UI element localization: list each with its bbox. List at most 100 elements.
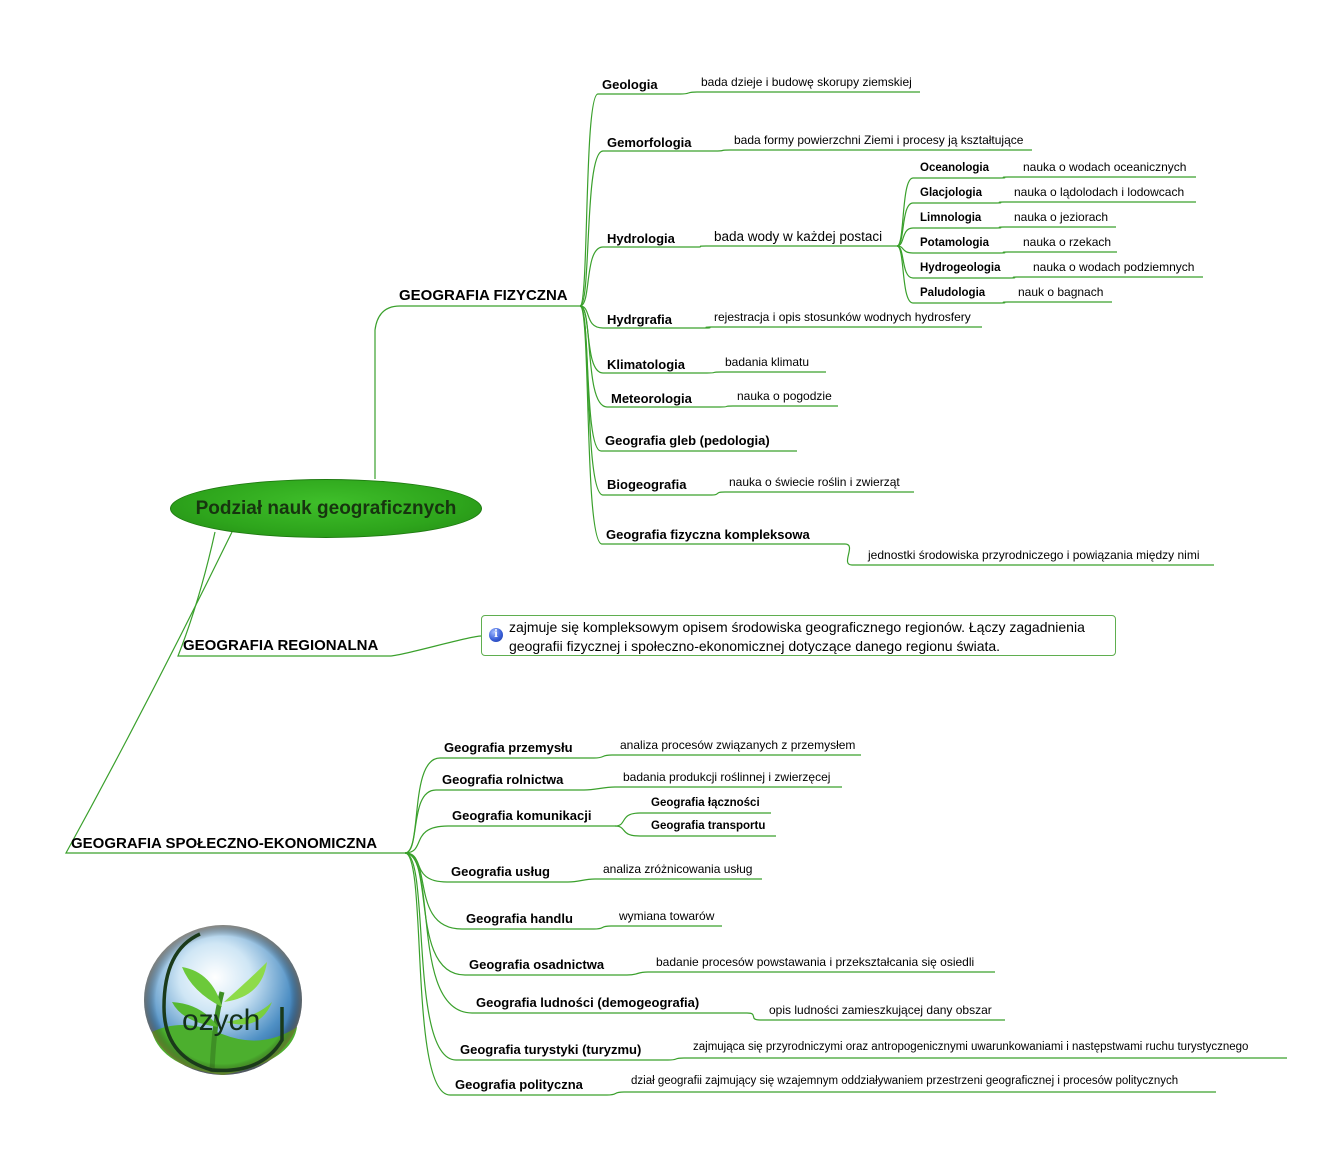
desc-potamologia: nauka o rzekach (1023, 235, 1112, 249)
edge-physical-3 (579, 305, 706, 329)
desc-ludnosci: opis ludności zamieszkującej dany obszar (769, 1003, 992, 1017)
branch-regional[interactable]: GEOGRAFIA REGIONALNA (183, 637, 379, 654)
edge-hydro-desc-4 (1009, 276, 1019, 279)
desc-biogeografia: nauka o świecie roślin i zwierząt (729, 475, 900, 489)
edge-regional-note (389, 635, 482, 657)
edge-physical-5 (579, 305, 720, 408)
desc-handlu: wymiana towarów (619, 909, 715, 923)
regional-note-box[interactable] (481, 615, 1116, 656)
edge-physical-desc-3 (706, 371, 722, 374)
subtopic-glacjologia[interactable]: Glacjologia (920, 187, 982, 199)
edge-hydro-1 (896, 202, 996, 247)
branch-socio-economic[interactable]: GEOGRAFIA SPOŁECZNO-EKONOMICZNA (71, 835, 378, 852)
topic-hydrologia[interactable]: Hydrologia (607, 231, 675, 246)
edge-physical-desc-4 (719, 405, 734, 408)
desc-geologia: bada dzieje i budowę skorupy ziemskiej (701, 75, 912, 89)
edge-hydro-desc-0 (999, 176, 1009, 179)
topic-handlu[interactable]: Geografia handlu (466, 911, 573, 926)
topic-komunikacji[interactable]: Geografia komunikacji (452, 808, 592, 823)
desc-przemyslu: analiza procesów związanych z przemysłem (620, 738, 856, 752)
desc-fizyczna-kompleksowa: jednostki środowiska przyrodniczego i po… (868, 548, 1200, 562)
desc-polityczna: dział geografii zajmujący się wzajemnym … (631, 1075, 1179, 1087)
edge-socio-2 (404, 825, 615, 854)
edge-hydrologia-desc (694, 245, 707, 248)
topic-przemyslu[interactable]: Geografia przemysłu (444, 740, 573, 755)
edge-physical-desc-1 (714, 149, 731, 152)
edge-hydro-desc-2 (995, 226, 1005, 229)
subtopic-hydrogeologia[interactable]: Hydrogeologia (920, 262, 1001, 274)
edge-physical-desc-2 (705, 326, 711, 329)
topic-uslug[interactable]: Geografia usług (451, 864, 550, 879)
edge-socio-6 (404, 852, 747, 1014)
edge-socio-8 (404, 852, 607, 1096)
edge-socio-desc-0 (593, 754, 613, 759)
desc-hydrologia: bada wody w każdej postaci (714, 229, 883, 244)
desc-uslug: analiza zróżnicowania usług (603, 862, 753, 876)
edge-socio-7 (404, 852, 668, 1061)
edge-physical-0 (579, 93, 680, 307)
edge-socio-4 (404, 852, 594, 930)
edge-hydro-desc-1 (995, 201, 1005, 204)
edge-socio-desc-7 (606, 1091, 625, 1096)
edge-komunikacja-0 (614, 812, 771, 827)
topic-hydrgrafia[interactable]: Hydrgrafia (607, 312, 673, 327)
topic-meteorologia[interactable]: Meteorologia (611, 391, 692, 406)
desc-gemorfologia: bada formy powierzchni Ziemi i procesy j… (734, 133, 1024, 147)
desc-paludologia: nauk o bagnach (1018, 285, 1104, 299)
edge-physical-desc-0 (679, 91, 698, 95)
root-label: Podział nauk geograficznych (195, 497, 457, 519)
topic-rolnictwa[interactable]: Geografia rolnictwa (442, 772, 564, 787)
desc-turystyki: zajmująca się przyrodniczymi oraz antrop… (693, 1041, 1249, 1053)
desc-hydrgrafia: rejestracja i opis stosunków wodnych hyd… (714, 310, 971, 324)
edge-root-regional (177, 531, 390, 657)
desc-hydrogeologia: nauka o wodach podziemnych (1033, 260, 1195, 274)
subtopic-limnologia[interactable]: Limnologia (920, 212, 982, 224)
edge-socio-desc-1 (583, 786, 616, 791)
info-icon: i (489, 628, 503, 642)
desc-oceanologia: nauka o wodach oceanicznych (1023, 160, 1187, 174)
edge-physical-2 (579, 246, 695, 307)
topic-biogeografia[interactable]: Biogeografia (607, 477, 687, 492)
subtopic-potamologia[interactable]: Potamologia (920, 237, 990, 249)
topic-fizyczna-kompleksowa[interactable]: Geografia fizyczna kompleksowa (606, 527, 810, 542)
edge-socio-desc-2 (567, 878, 596, 883)
edge-socio-desc-4 (626, 971, 649, 976)
desc-meteorologia: nauka o pogodzie (737, 389, 832, 403)
edge-socio-1 (404, 789, 584, 854)
desc-rolnictwa: badania produkcji roślinnej i zwierzęcej (623, 770, 831, 784)
edge-physical-1 (579, 150, 715, 307)
root-node[interactable]: Podział nauk geograficznych (170, 479, 482, 538)
branch-physical[interactable]: GEOGRAFIA FIZYCZNA (399, 287, 568, 304)
desc-osadnictwa: badanie procesów powstawania i przekszta… (656, 955, 975, 969)
edge-socio-desc-5 (746, 1012, 761, 1021)
subtopic-lacznosci[interactable]: Geografia łączności (651, 797, 760, 809)
edge-hydro-desc-3 (999, 251, 1009, 254)
edge-root-socio (64, 531, 405, 854)
edge-komunikacja-1 (614, 825, 776, 837)
topic-ludnosci[interactable]: Geografia ludności (demogeografia) (476, 995, 700, 1010)
topic-klimatologia[interactable]: Klimatologia (607, 357, 686, 372)
topic-turystyki[interactable]: Geografia turystyki (turyzmu) (460, 1042, 642, 1057)
subtopic-transportu[interactable]: Geografia transportu (651, 820, 766, 832)
subtopic-paludologia[interactable]: Paludologia (920, 287, 986, 299)
topic-gemorfologia[interactable]: Gemorfologia (607, 135, 692, 150)
edge-kompleksowa-desc (844, 543, 853, 566)
topic-osadnictwa[interactable]: Geografia osadnictwa (469, 957, 605, 972)
edge-root-physical (374, 305, 580, 479)
subtopic-oceanologia[interactable]: Oceanologia (920, 162, 990, 174)
edge-physical-desc-5 (709, 491, 726, 496)
regional-note-text: zajmuje się kompleksowym opisem środowis… (509, 619, 1085, 654)
topic-pedologia[interactable]: Geografia gleb (pedologia) (605, 433, 770, 448)
edge-socio-desc-6 (667, 1057, 685, 1061)
desc-limnologia: nauka o jeziorach (1014, 210, 1109, 224)
topic-polityczna[interactable]: Geografia polityczna (455, 1077, 583, 1092)
desc-klimatologia: badania klimatu (725, 355, 810, 369)
edge-hydro-5 (896, 245, 1000, 304)
edge-hydro-2 (896, 227, 996, 247)
edge-hydro-desc-5 (999, 301, 1009, 304)
desc-glacjologia: nauka o lądolodach i lodowcach (1014, 185, 1185, 199)
topic-geologia[interactable]: Geologia (602, 77, 658, 92)
logo-text: ozych (182, 1004, 260, 1037)
